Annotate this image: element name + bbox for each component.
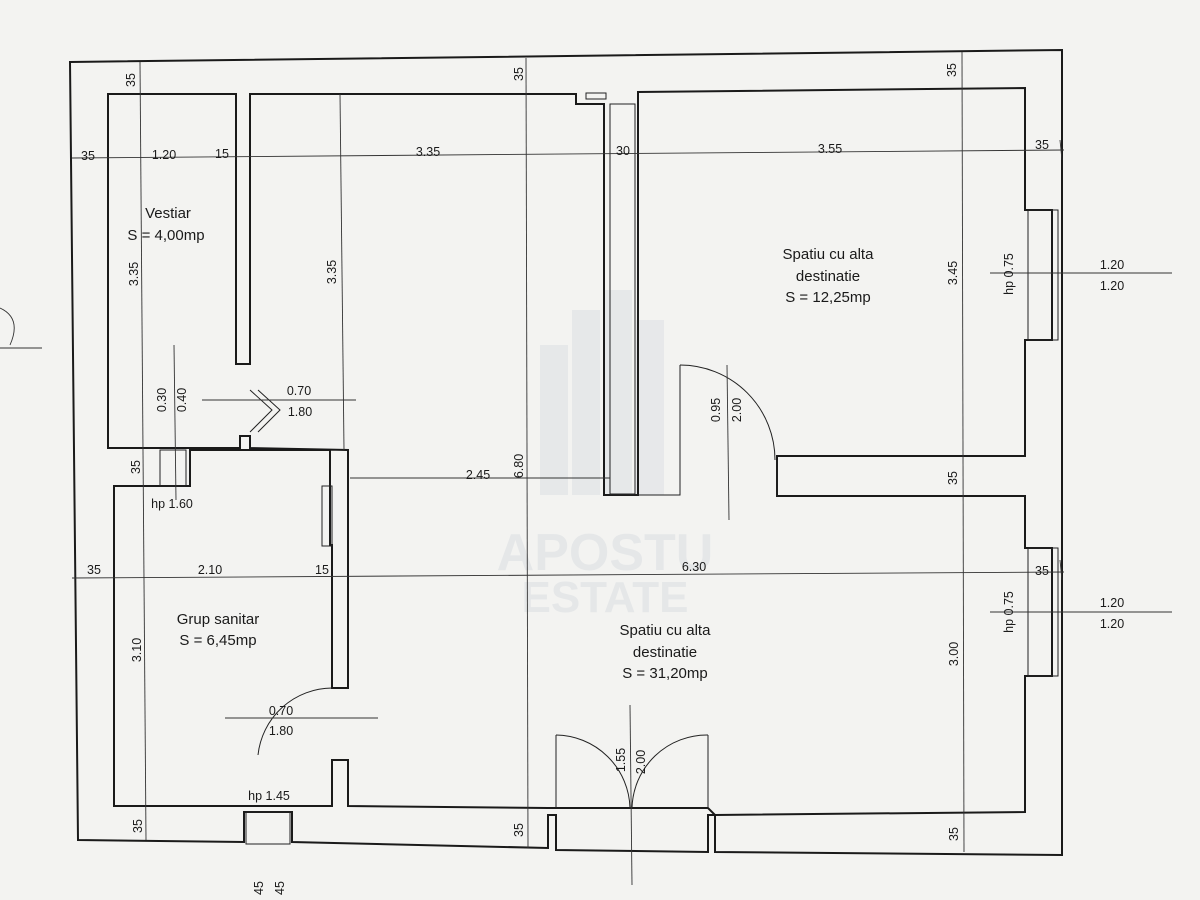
dim-top-3: 3.35 (416, 145, 440, 159)
dim-top-2: 15 (215, 147, 229, 161)
door-swing-main-left (555, 734, 631, 809)
opening-annotations: 0.30 0.40 0.70 1.80 0.95 2.00 0.70 1.80 … (151, 253, 1124, 895)
room-grup-name: Grup sanitar (177, 611, 260, 628)
dim-right-1: 3.45 (946, 261, 960, 285)
door-swing-grup (257, 687, 333, 756)
dim-mid-1: 2.10 (198, 563, 222, 577)
dim-top-1: 1.20 (152, 148, 176, 162)
room-grup-area: S = 6,45mp (179, 632, 256, 649)
room-spatiu-mic-name-2: destinatie (796, 268, 860, 285)
dimension-lines (0, 51, 1172, 886)
dim-bottom-45-a: 45 (252, 881, 266, 895)
dim-door-room-w: 0.95 (709, 398, 723, 422)
vent-detail (585, 92, 607, 100)
dim-top-6: 35 (1035, 138, 1049, 152)
dim-right-2: 35 (946, 471, 960, 485)
dims-middle: 35 2.10 15 6.30 35 2.45 (87, 468, 1049, 578)
dim-mid-2: 15 (315, 563, 329, 577)
dim-left-3: 3.10 (130, 638, 144, 662)
dims-left: 35 3.35 35 3.10 35 3.35 6.80 35 35 (124, 67, 526, 837)
watermark: APOSTU ESTATE (497, 290, 714, 622)
dims-top: 35 1.20 15 3.35 30 3.55 35 (81, 138, 1049, 163)
hp-160: hp 1.60 (151, 497, 193, 511)
dim-left-0: 35 (124, 73, 138, 87)
dim-680: 6.80 (512, 454, 526, 478)
dim-door-main-h: 2.00 (634, 750, 648, 774)
inner-walls (159, 92, 1059, 845)
win-bottom-w: 1.20 (1100, 596, 1124, 610)
dim-top-35: 35 (512, 67, 526, 81)
dim-mid-4: 35 (1035, 564, 1049, 578)
dim-vestiar-040: 0.40 (175, 388, 189, 412)
dims-right: 35 3.45 35 3.00 35 (945, 63, 961, 841)
watermark-line1: APOSTU (497, 524, 714, 582)
room-labels: Vestiar S = 4,00mp Spatiu cu alta destin… (127, 205, 874, 682)
dim-mid-0: 35 (87, 563, 101, 577)
dim-top-5: 3.55 (818, 142, 842, 156)
room-spatiu-mare-name-2: destinatie (633, 644, 697, 661)
hp-075-top: hp 0.75 (1002, 253, 1016, 295)
dim-right-3: 3.00 (947, 642, 961, 666)
dim-top-4: 30 (616, 144, 630, 158)
room-spatiu-mare-area: S = 31,20mp (622, 665, 707, 682)
dim-bottom-35: 35 (512, 823, 526, 837)
dim-left-2: 35 (129, 460, 143, 474)
hp-145: hp 1.45 (248, 789, 290, 803)
partition-wall (609, 103, 636, 495)
win-bottom-h: 1.20 (1100, 617, 1124, 631)
dim-right-0: 35 (945, 63, 959, 77)
grup-niche (321, 485, 333, 547)
dim-bottom-45-b: 45 (273, 881, 287, 895)
dim-door-vestiar-h: 1.80 (288, 405, 312, 419)
dim-vestiar-030: 0.30 (155, 388, 169, 412)
room-vestiar-name: Vestiar (145, 205, 191, 222)
dim-mid-3: 6.30 (682, 560, 706, 574)
room-spatiu-mic-name-1: Spatiu cu alta (783, 246, 875, 263)
dim-inner-335: 3.35 (325, 260, 339, 284)
dim-right-4: 35 (947, 827, 961, 841)
window-bottom (245, 811, 291, 845)
dim-door-room-h: 2.00 (730, 398, 744, 422)
dim-door-main-w: 1.55 (614, 748, 628, 772)
room-spatiu-mic-area: S = 12,25mp (785, 289, 870, 306)
hp-075-bottom: hp 0.75 (1002, 591, 1016, 633)
dim-door-grup-w: 0.70 (269, 704, 293, 718)
dim-245: 2.45 (466, 468, 490, 482)
watermark-line2: ESTATE (521, 573, 688, 622)
door-swing-room (679, 364, 776, 461)
small-window (159, 449, 187, 487)
room-vestiar-area: S = 4,00mp (127, 227, 204, 244)
dim-left-4: 35 (131, 819, 145, 833)
folding-door (249, 389, 273, 433)
dim-left-1: 3.35 (127, 262, 141, 286)
room-spatiu-mare-name-1: Spatiu cu alta (620, 622, 712, 639)
win-top-w: 1.20 (1100, 258, 1124, 272)
door-swing-main-right (631, 734, 709, 809)
dim-door-grup-h: 1.80 (269, 724, 293, 738)
dim-door-vestiar-w: 0.70 (287, 384, 311, 398)
win-top-h: 1.20 (1100, 279, 1124, 293)
dim-top-0: 35 (81, 149, 95, 163)
doors (249, 364, 776, 809)
